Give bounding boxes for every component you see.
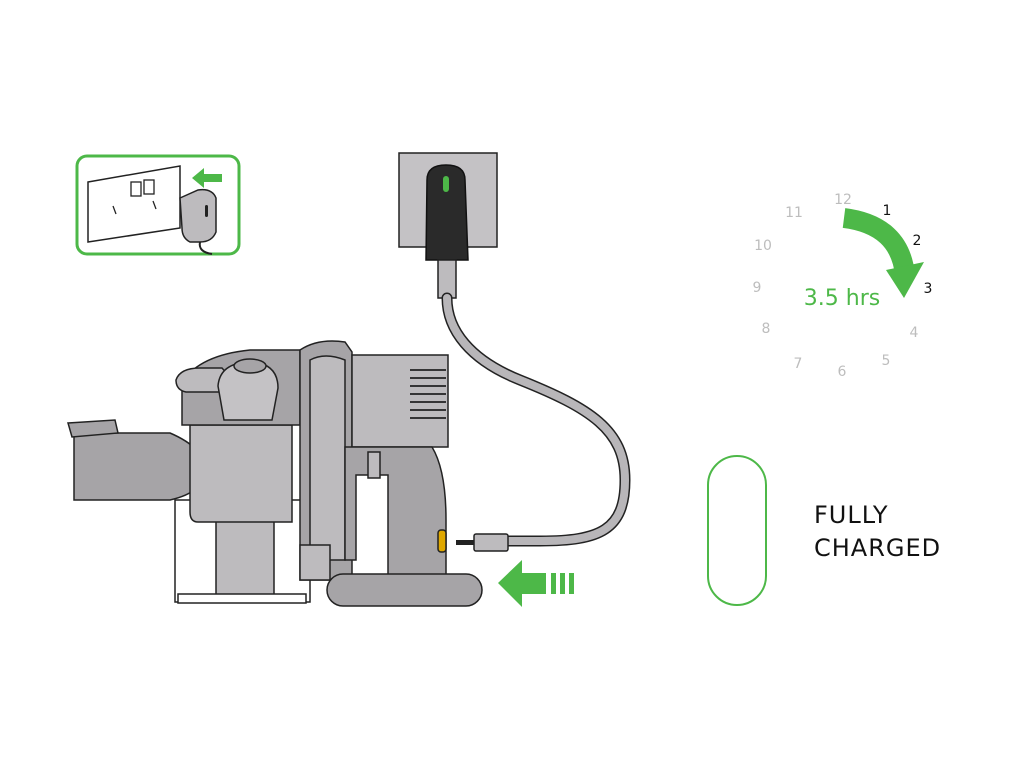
clock-number-9: 9	[752, 280, 762, 296]
clock-number-2: 2	[912, 233, 922, 249]
wall-charger-plug-icon	[398, 152, 498, 299]
status-line-1: FULLY	[814, 501, 889, 529]
charge-status-text: FULLY CHARGED	[814, 499, 941, 565]
clock-number-12: 12	[834, 192, 852, 208]
green-arrow-left-icon	[498, 560, 574, 607]
status-line-2: CHARGED	[814, 534, 942, 562]
charger-cable	[441, 292, 631, 552]
clock-number-10: 10	[754, 238, 772, 254]
clock-number-1: 1	[882, 203, 892, 219]
wall-socket-plug-icon	[75, 154, 241, 256]
handheld-vacuum-icon	[67, 340, 483, 607]
clock-number-6: 6	[837, 364, 847, 380]
charge-time-label: 3.5 hrs	[803, 286, 881, 311]
clock-number-7: 7	[793, 356, 803, 372]
clock-number-5: 5	[881, 353, 891, 369]
battery-outline-icon	[707, 455, 767, 606]
clock-number-11: 11	[785, 205, 803, 221]
clock-number-4: 4	[909, 325, 919, 341]
clock-number-8: 8	[761, 321, 771, 337]
clock-number-3: 3	[923, 281, 933, 297]
green-curved-arrow-icon	[842, 208, 924, 298]
